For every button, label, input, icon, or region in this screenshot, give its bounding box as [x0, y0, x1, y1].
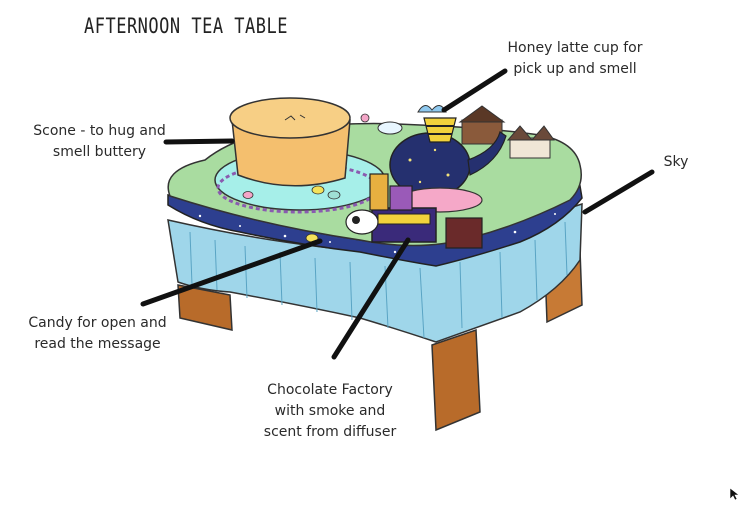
chocolate-box	[445, 217, 483, 249]
label-honey-latte-cup: Honey latte cup for pick up and smell	[507, 40, 643, 77]
table-leg-left	[177, 284, 233, 331]
teapot-spout	[467, 131, 507, 176]
tiny-houses	[458, 105, 555, 159]
skirt-folds	[189, 221, 568, 339]
label-scone: Scone - to hug and smell buttery	[33, 123, 166, 160]
leader-honey	[441, 68, 508, 113]
label-chocolate-factory: Chocolate Factory with smoke and scent f…	[263, 382, 397, 440]
label-candy: Candy for open and read the message	[28, 315, 167, 352]
leader-candy	[140, 238, 323, 307]
scone-body	[231, 119, 351, 187]
candies	[242, 185, 341, 243]
label-sky: Sky	[663, 154, 689, 170]
leader-chocolate	[331, 237, 411, 360]
leader-lines	[140, 68, 655, 360]
teapot-stars	[408, 148, 450, 184]
sky-stars	[198, 213, 556, 254]
chocolate-factory-tower	[369, 173, 389, 211]
scone-top	[229, 97, 351, 139]
leader-sky	[582, 169, 655, 215]
diagram-title: AFTERNOON TEA TABLE	[84, 14, 288, 39]
cow	[345, 209, 379, 235]
cursor-arrow-icon	[730, 488, 740, 501]
honey-latte-cup	[423, 117, 457, 143]
table-leg-front	[431, 328, 481, 432]
chocolate-factory-base	[371, 207, 437, 243]
teacup-small	[377, 121, 403, 135]
leader-scone	[163, 138, 235, 145]
